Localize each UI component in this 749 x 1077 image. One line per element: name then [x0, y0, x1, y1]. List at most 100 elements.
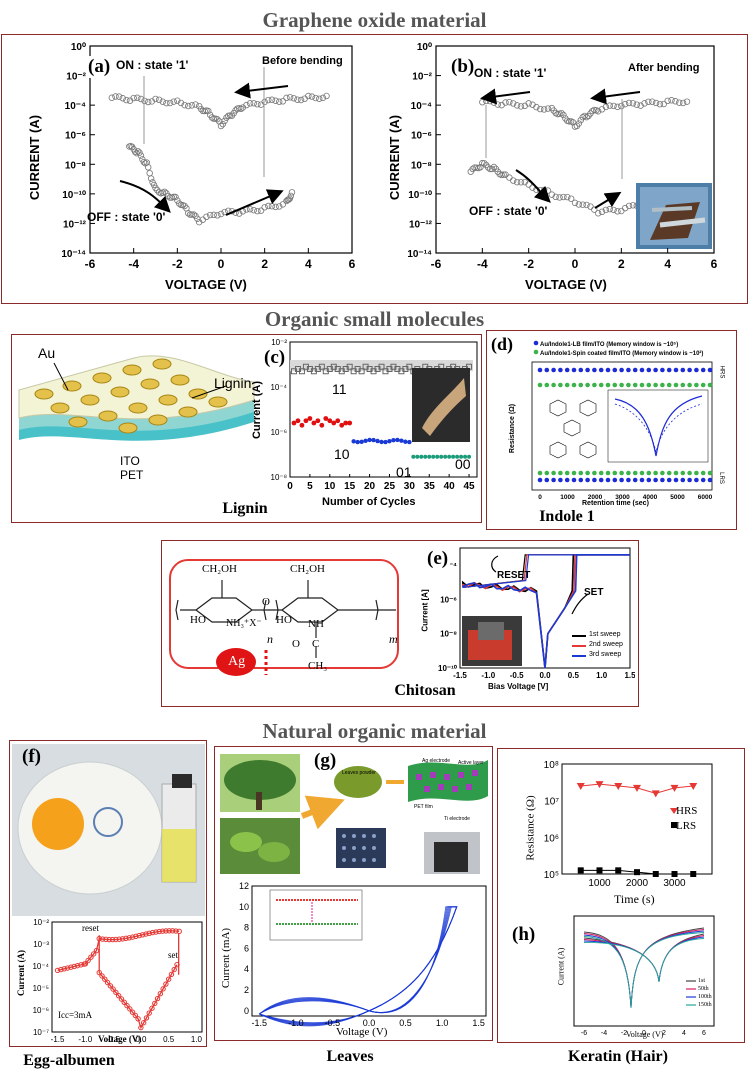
off-state-point [246, 205, 254, 213]
lignin-frame [11, 334, 482, 523]
state-11-point [378, 363, 385, 370]
x-tick-label: 4000 [643, 494, 658, 501]
x-tick-label: 2 [618, 257, 625, 271]
state-10-point [295, 418, 301, 424]
state-10-point [347, 420, 353, 426]
f-iv-point [64, 965, 71, 971]
caption-indole: Indole 1 [539, 508, 595, 525]
legend-lrs-marker [671, 822, 677, 828]
lrs-point [634, 869, 640, 876]
state-01-point [363, 438, 368, 444]
f-iv-point [121, 999, 127, 1006]
retention-point [666, 470, 672, 476]
on-state-point [502, 99, 509, 106]
caption-keratin: Keratin (Hair) [568, 1048, 668, 1065]
retention-point [612, 470, 618, 476]
chitosan-frame [161, 540, 639, 707]
d-hrs: HRS [718, 365, 725, 379]
y-tick-label: 10⁻¹² [63, 219, 87, 230]
panel-label-a: (a) [86, 56, 113, 78]
f-iv-point [102, 976, 108, 982]
x-tick-label: -4 [601, 1030, 607, 1037]
off-state-point [140, 158, 148, 166]
retention-point [585, 477, 590, 483]
lrs-point [652, 871, 659, 877]
on-state-point [537, 105, 544, 113]
state-10-point [291, 420, 297, 426]
off-state-point [579, 201, 586, 208]
lignin-au-label: Au [38, 345, 56, 361]
f-iv-point [90, 951, 97, 957]
on-state-point [641, 100, 648, 107]
off-state-point [525, 181, 532, 188]
on-state-point [294, 96, 301, 103]
on-state-point [210, 115, 217, 122]
g-pet-label: PET film [414, 804, 433, 810]
on-state-point [581, 112, 588, 120]
f-ylabel: Current (A) [16, 949, 27, 997]
y-tick-label: 8 [244, 923, 249, 933]
au-electrode [128, 402, 148, 414]
h-legend-1: 1st [698, 978, 706, 984]
x-tick-label: -1.0 [78, 1035, 92, 1044]
state-01-point [355, 439, 360, 445]
retention-point [564, 367, 570, 373]
on-state-point [569, 119, 577, 126]
h-xlabel2: Voltage (V) [626, 1030, 664, 1039]
retention-point [666, 382, 672, 388]
state-01-point [407, 439, 412, 445]
off-state-point [288, 189, 296, 196]
x-tick-label: 5 [307, 481, 313, 492]
retention-point [578, 367, 584, 373]
state-11-point [406, 363, 413, 370]
state-10-point [323, 416, 329, 421]
y-tick-label: 10⁻² [412, 72, 432, 83]
retention-point [571, 477, 577, 483]
f-iv-point [171, 966, 177, 973]
e-sweep-curve [462, 554, 630, 589]
on-state-point [540, 106, 548, 113]
lrs-point [690, 871, 697, 877]
off-state-point [513, 178, 521, 186]
off-state-point [188, 211, 196, 218]
caption-leaves: Leaves [326, 1048, 374, 1065]
d-ylabel: Resistance (Ω) [509, 403, 517, 454]
on-state-point [305, 92, 312, 100]
y-tick-label: 10⁻⁶ [33, 1006, 49, 1015]
off-state-point [583, 201, 590, 209]
off-state-point [146, 169, 153, 177]
e-legend [572, 635, 586, 657]
retention-point [694, 367, 699, 373]
off-state-point [287, 192, 295, 200]
state-10-point [307, 416, 313, 421]
f-iv-point [173, 928, 179, 934]
e-legend-2: 2nd sweep [589, 641, 623, 648]
state-00-point [451, 454, 456, 459]
off-state-point [618, 207, 625, 215]
hrs-point [633, 784, 641, 792]
f-iv-point [139, 932, 146, 938]
x-tick-label: 0.5 [163, 1035, 175, 1044]
x-tick-label: 10 [324, 481, 336, 492]
x-tick-label: 4 [682, 1030, 686, 1037]
f-iv-point [129, 934, 136, 940]
b-xlabel: VOLTAGE (V) [525, 277, 607, 292]
h2-iv-curve [583, 932, 705, 1009]
retention-point [537, 477, 543, 483]
lrs-point [615, 867, 622, 874]
on-state-point [649, 98, 656, 105]
x-tick-label: 6000 [698, 494, 713, 501]
y-tick-label: 10⁸ [544, 760, 559, 771]
off-state-point [560, 193, 567, 201]
graphene-frame [1, 34, 748, 304]
leaves-illustration [220, 754, 488, 874]
y-tick-label: 10⁵ [544, 870, 559, 881]
on-state-point [250, 100, 257, 107]
b-on-label: ON : state '1' [474, 66, 547, 80]
on-state-point [223, 114, 230, 121]
off-state-point [575, 201, 583, 208]
y-tick-label: 10⁻¹⁰ [438, 664, 458, 673]
f-iv-point [109, 936, 116, 943]
x-tick-label: -4 [477, 257, 488, 271]
